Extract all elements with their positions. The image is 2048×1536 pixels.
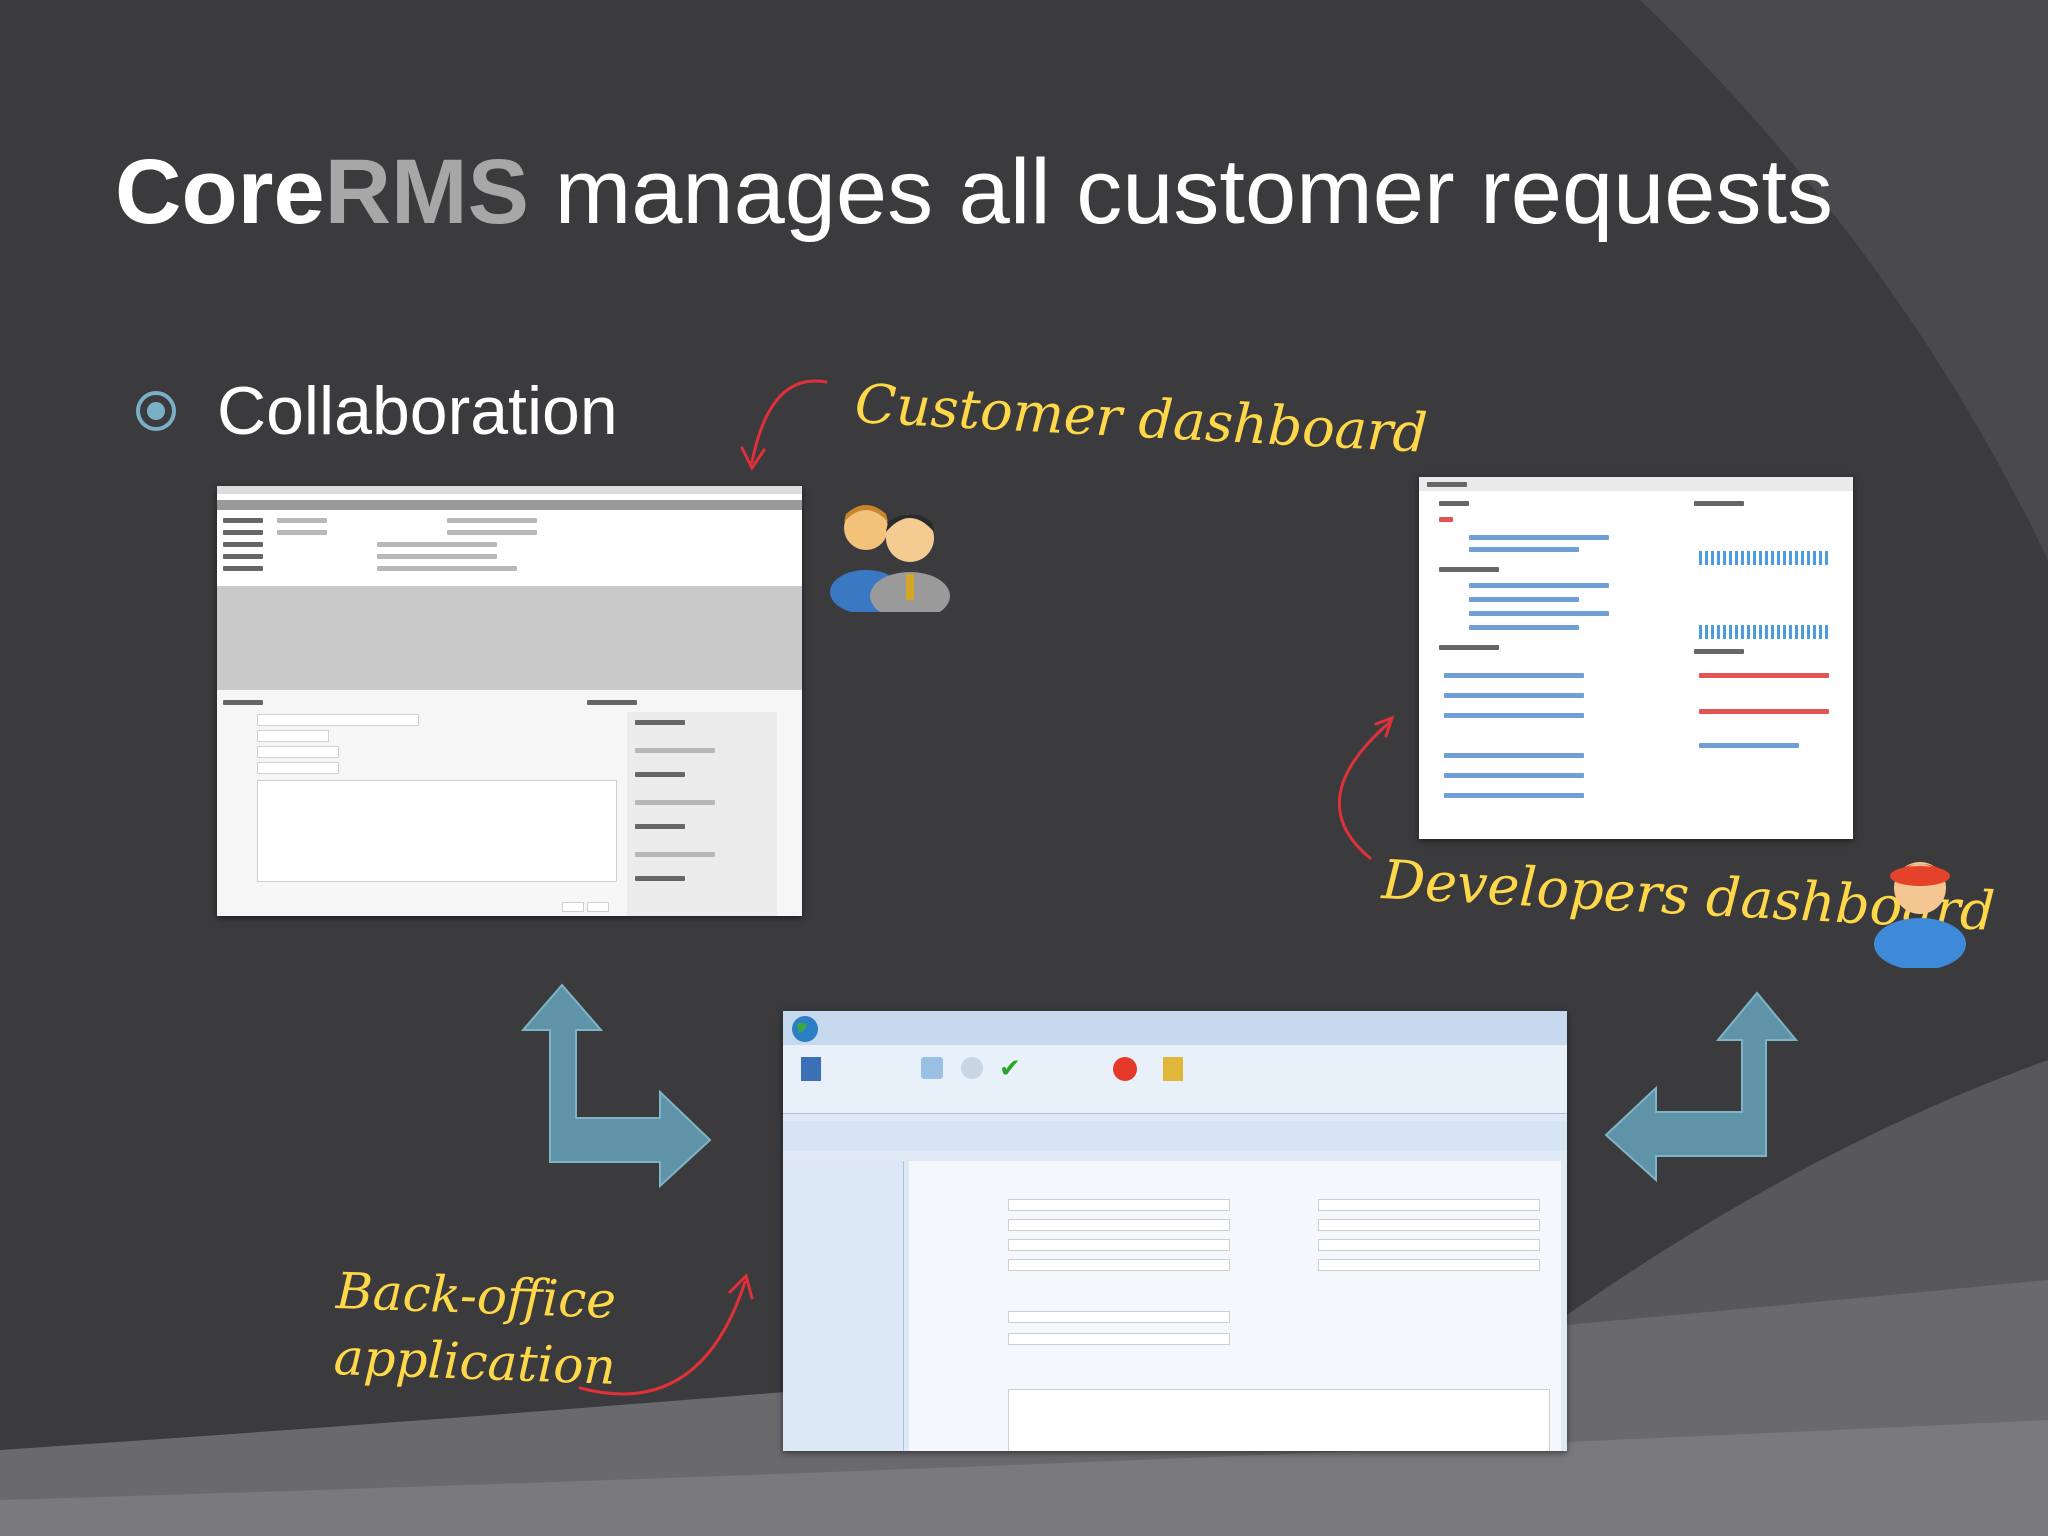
globe-icon (792, 1016, 818, 1042)
curved-arrow-backoffice (578, 1280, 747, 1396)
target-circle-icon (136, 391, 176, 431)
elbow-arrow-icon (520, 983, 1799, 1189)
title-core: Core (115, 141, 325, 243)
bullet-item: Collaboration (135, 372, 618, 450)
curved-arrow-customer (750, 379, 828, 464)
person-red-cap-icon (1874, 862, 1966, 968)
customer-dashboard-screenshot (217, 486, 802, 916)
two-people-icon (830, 505, 950, 612)
slide-title: CoreRMS manages all customer requests (115, 140, 1833, 245)
title-rest: manages all customer requests (529, 141, 1834, 243)
developers-dashboard-screenshot (1419, 477, 1853, 839)
bullet-text: Collaboration (217, 373, 618, 449)
backoffice-screenshot: ✔ (783, 1011, 1567, 1451)
curved-arrow-dev (1337, 720, 1392, 860)
title-rms: RMS (324, 141, 530, 243)
